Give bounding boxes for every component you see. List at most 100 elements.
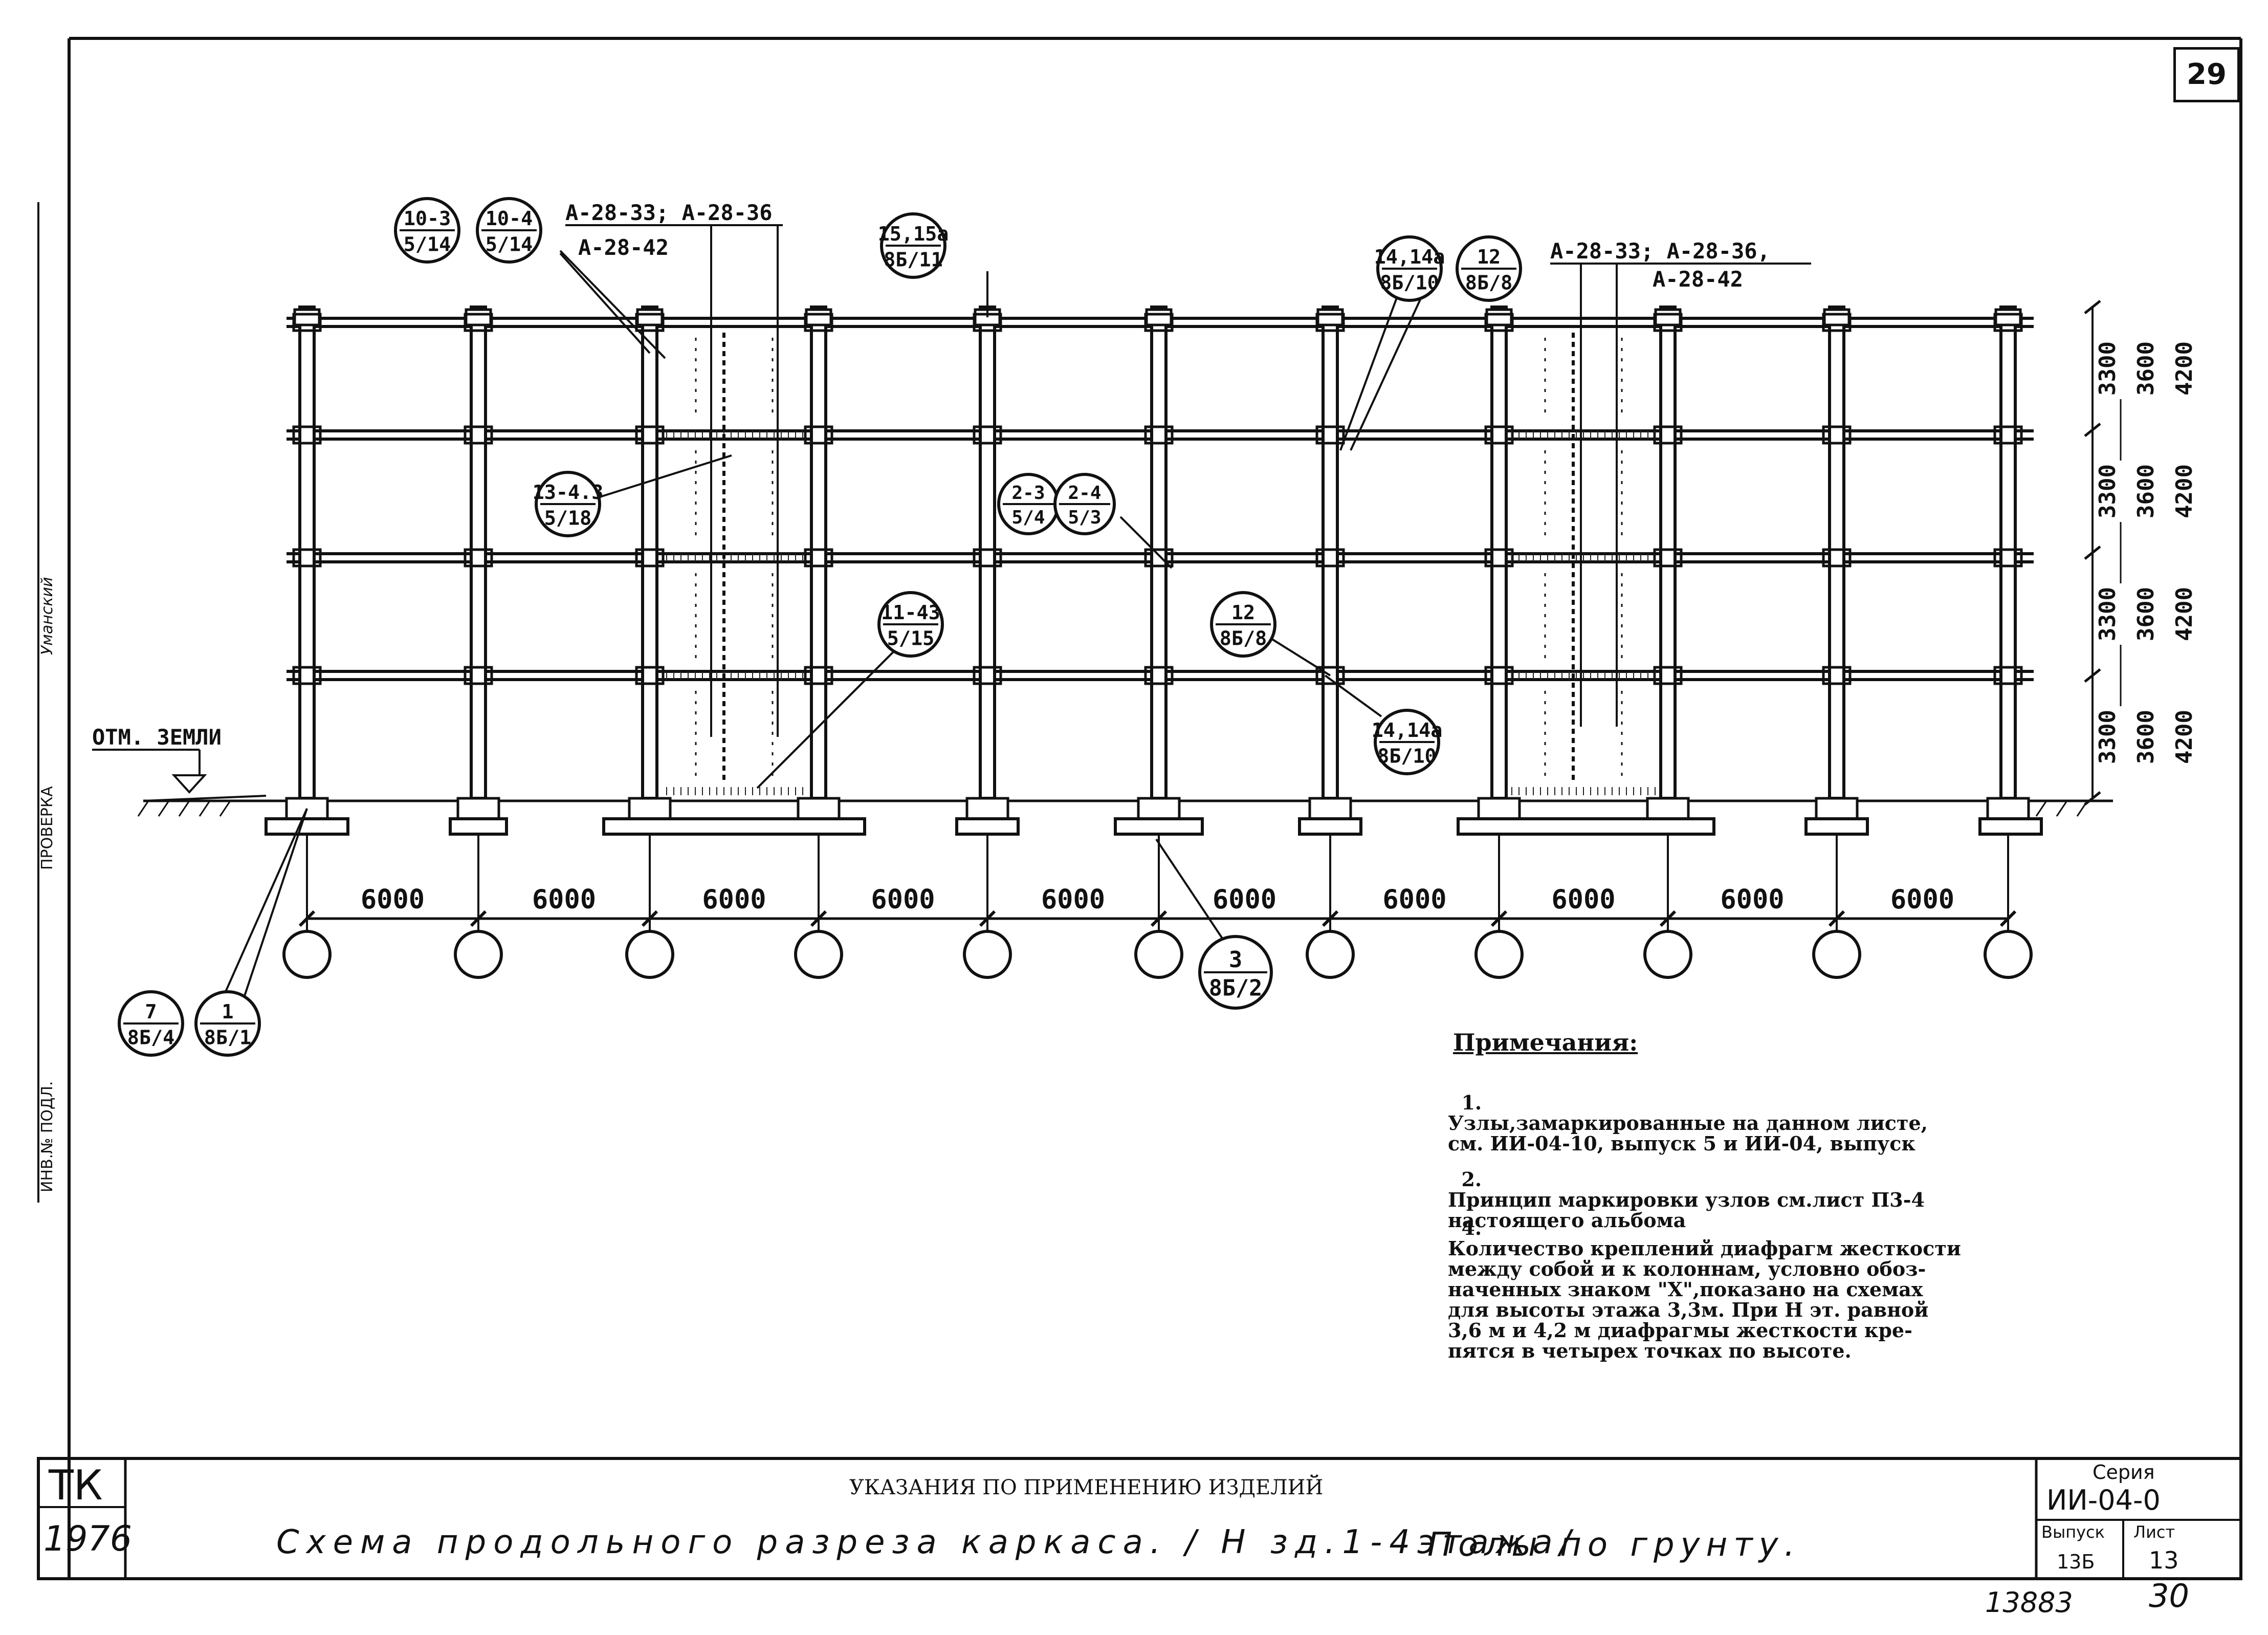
floor-height-label: 4200 [2171,341,2197,396]
callout-top-label: 13-4.3 [533,481,604,504]
foundation-slab [1978,817,2043,836]
column-cap [1654,308,1682,326]
callout-bottom-label: 8Б/1 [204,1026,252,1049]
foundation-glass [1308,797,1352,820]
floor-height-label: 3600 [2133,710,2159,764]
callout-top-label: 14,14а [1374,246,1445,269]
callout-bottom-label: 5/15 [887,627,935,650]
column-joint [804,313,833,332]
foundation-glass [1646,797,1690,820]
foundation-slab [1457,817,1715,836]
footer-page: 30 [2149,1577,2189,1615]
column-joint [1822,666,1852,685]
callout-bottom-label: 5/4 [1012,507,1045,528]
callout-bottom-label: 8Б/11 [884,248,943,271]
column [470,306,487,800]
column-joint [1993,666,2023,685]
callout-top-label: 2-4 [1068,483,1102,504]
column-joint [1822,548,1852,568]
callout-top-label: 3 [1229,947,1242,973]
diaphragm-hatch [660,554,808,562]
margin-label-inventory: ИНВ.№ ПОДЛ. [38,1081,56,1192]
column-joint [1315,666,1345,685]
foundation-glass [797,797,841,820]
callout-bottom-label: 8Б/2 [1209,975,1263,1001]
column-joint [1484,313,1514,332]
callout-bottom-label: 8Б/4 [127,1026,175,1049]
callout-bottom-label: 8Б/10 [1377,745,1437,768]
floor-height-label: 3600 [2133,341,2159,396]
column-joint [1315,548,1345,568]
axis-bubble [794,930,843,979]
column-cap [805,308,832,326]
column [641,306,658,800]
span-label: 6000 [871,884,935,915]
note-number: 4. [1461,1216,1482,1239]
note-item: 1.Узлы,замаркированные на данном листе, … [1448,1072,2128,1154]
column-joint [1822,425,1852,445]
callout-top-label: 11-43 [881,601,940,624]
callout-bottom-label: 8Б/8 [1220,627,1267,650]
axis-bubble [282,930,332,979]
callout-top-label: 12 [1477,246,1501,269]
note-text: Количество креплений диафрагм жесткости … [1448,1237,1961,1362]
column-cap [1994,308,2022,326]
footer-stamp: 13883 [1985,1586,2073,1619]
diaphragm-hatch [1509,787,1658,795]
leader-label-left-2: А-28-42 [578,235,669,260]
column-joint [635,313,665,332]
callout-top-label: 7 [145,1000,157,1023]
note-item: 4.Количество креплений диафрагм жесткост… [1448,1197,2128,1361]
floor-height-label: 3300 [2095,464,2121,518]
column [1490,306,1508,800]
note-text: Принцип маркировки узлов см.лист П3-4 на… [1448,1188,1925,1232]
callout-bottom-label: 5/14 [404,233,451,256]
column-joint [973,666,1002,685]
diaphragm-hatch [1509,431,1658,439]
callout-top-label: 10-3 [404,207,451,230]
column-joint [1653,313,1683,332]
notes-title: Примечания: [1453,1029,1638,1056]
callout-top-label: 2-3 [1012,483,1045,504]
note-number: 2. [1461,1168,1482,1191]
axis-bubble [1643,930,1692,979]
margin-label-verified: ПРОВЕРКА [38,786,56,870]
callout-bottom-label: 8Б/10 [1380,271,1439,294]
callout-bottom-label: 5/3 [1068,507,1102,528]
column [1659,306,1677,800]
column-joint [292,425,322,445]
foundation-slab [1114,817,1204,836]
leader-label-left-1: А-28-33; А-28-36 [565,200,773,225]
foundation-slab [1298,817,1362,836]
height-tick [2084,423,2101,437]
floor-height-label: 3600 [2133,587,2159,641]
span-label: 6000 [1382,884,1446,915]
note-text: Узлы,замаркированные на данном листе, см… [1448,1111,1928,1155]
span-label: 6000 [702,884,766,915]
column-cap [465,308,492,326]
column [1828,306,1845,800]
column-joint [1144,425,1174,445]
foundation-glass [965,797,1009,820]
floor-height-label: 4200 [2171,464,2197,518]
column-joint [1315,425,1345,445]
foundation-slab [265,817,349,836]
callout-bottom-label: 5/14 [486,233,533,256]
foundation-glass [1477,797,1521,820]
foundation-glass [1137,797,1181,820]
column [810,306,827,800]
column-joint [292,666,322,685]
column-cap [293,308,321,326]
foundation-slab [1804,817,1869,836]
column-joint [1315,313,1345,332]
span-label: 6000 [1213,884,1276,915]
column-joint [464,666,493,685]
ground-mark-label: ОТМ. ЗЕМЛИ [92,725,222,750]
column-cap [1316,308,1344,326]
column-cap [636,308,664,326]
floor-height-label: 4200 [2171,710,2197,764]
axis-bubble [1474,930,1524,979]
span-label: 6000 [1041,884,1105,915]
